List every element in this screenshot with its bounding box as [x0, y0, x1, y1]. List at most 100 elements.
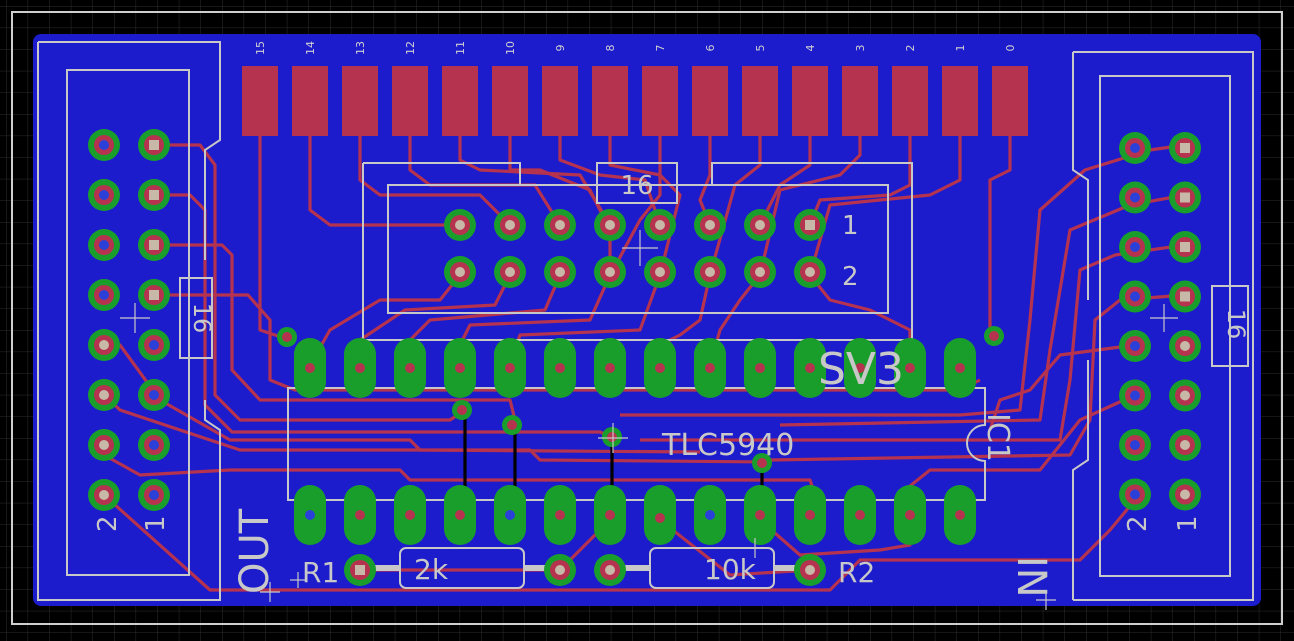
left-header-pin1-label: 1: [141, 515, 171, 532]
smd-pad: [692, 66, 728, 136]
smd-pad-label: 1: [954, 45, 967, 52]
right-header-count: 16: [1222, 309, 1250, 340]
smd-pad-label: 5: [754, 45, 767, 52]
through-hole-pad: [1169, 478, 1201, 511]
smd-pad-label: 0: [1004, 45, 1017, 52]
ic-pad: [594, 485, 626, 545]
through-hole-pad: [1119, 132, 1151, 164]
through-hole-pad: [594, 209, 626, 241]
through-hole-pad: [88, 379, 120, 411]
through-hole-pad: [644, 209, 676, 241]
through-hole-pads: [88, 129, 1201, 586]
smd-pad-label: 12: [404, 41, 417, 55]
smd-pad: [792, 66, 828, 136]
through-hole-pad: [444, 256, 476, 288]
through-hole-pad: [1169, 181, 1201, 214]
board-outline: [11, 11, 1283, 625]
ic-pad: [944, 485, 976, 545]
through-hole-pad: [138, 129, 170, 161]
smd-pad-label: 9: [554, 45, 567, 52]
chip-label: TLC5940: [661, 428, 794, 463]
ic-pad: [894, 338, 926, 398]
through-hole-pad: [1119, 280, 1151, 313]
smd-pad: [542, 66, 578, 136]
through-hole-pad: [88, 329, 120, 361]
through-hole-pad: [644, 256, 676, 288]
smd-pad: [742, 66, 778, 136]
through-hole-pad: [138, 479, 170, 511]
through-hole-pad: [344, 554, 376, 586]
smd-pad: [492, 66, 528, 136]
through-hole-pad: [1169, 379, 1201, 412]
through-hole-pad: [794, 554, 826, 586]
r1-label: R1: [302, 556, 339, 589]
sv3-label: SV3: [818, 344, 904, 395]
out-label: OUT: [232, 508, 278, 594]
left-header-count: 16: [188, 303, 216, 334]
smd-pad-label: 8: [604, 45, 617, 52]
through-hole-pad: [1119, 181, 1151, 214]
sv3-pin-count: 16: [620, 171, 653, 201]
through-hole-pad: [544, 256, 576, 288]
ic-pad: [594, 338, 626, 398]
right-header: [1072, 51, 1254, 601]
ic-pad: [394, 338, 426, 398]
smd-pad-label: 15: [254, 41, 267, 55]
through-hole-pad: [138, 179, 170, 211]
smd-pad: [292, 66, 328, 136]
ic-pad: [844, 338, 876, 398]
right-header-key: [1211, 285, 1249, 367]
right-header-pin2-label: 2: [1123, 515, 1153, 532]
ic-pad: [744, 338, 776, 398]
through-hole-pad: [744, 209, 776, 241]
through-hole-pad: [88, 229, 120, 261]
through-hole-pad: [1169, 330, 1201, 362]
smd-pad-label: 13: [354, 41, 367, 55]
through-hole-pad: [138, 279, 170, 311]
smd-pad: [392, 66, 428, 136]
through-hole-pad: [138, 229, 170, 261]
through-hole-pad: [794, 209, 826, 241]
through-hole-pad: [794, 256, 826, 288]
through-hole-pad: [744, 256, 776, 288]
through-hole-pad: [494, 209, 526, 241]
ic-pad: [644, 338, 676, 398]
left-header-pin2-label: 2: [93, 515, 123, 532]
smd-pad-label: 2: [904, 45, 917, 52]
ic-body-outline: [287, 387, 986, 501]
ic-pad: [344, 338, 376, 398]
ic-pad: [844, 485, 876, 545]
sv3-pin1-label: 1: [842, 211, 859, 241]
through-hole-pad: [594, 256, 626, 288]
through-hole-pad: [138, 429, 170, 461]
r2-value: 10k: [704, 553, 757, 586]
through-hole-pad: [138, 379, 170, 411]
ic-pad: [694, 338, 726, 398]
ic-pad: [494, 485, 526, 545]
r1-value: 2k: [414, 553, 449, 586]
smd-pad: [642, 66, 678, 136]
through-hole-pad: [494, 256, 526, 288]
sv3-header-outline: [362, 162, 913, 341]
r2-label: R2: [838, 556, 875, 589]
through-hole-pad: [1119, 330, 1151, 362]
through-hole-pad: [88, 429, 120, 461]
smd-pad-label: 6: [704, 45, 717, 52]
through-hole-pad: [694, 209, 726, 241]
through-hole-pad: [88, 129, 120, 161]
ground-plane: [33, 34, 1261, 606]
smd-pad: [442, 66, 478, 136]
ic-pad: [344, 485, 376, 545]
ic1-label: IC1: [980, 413, 1015, 462]
ic-oval-pads: [294, 338, 976, 545]
ic-pad: [794, 485, 826, 545]
smd-pad: [842, 66, 878, 136]
smd-pad: [592, 66, 628, 136]
through-hole-pad: [138, 329, 170, 361]
ic-pad: [544, 485, 576, 545]
smd-pad-label: 11: [454, 41, 467, 55]
through-hole-pad: [694, 256, 726, 288]
smd-pad-label: 14: [304, 41, 317, 55]
smd-pad-label: 4: [804, 45, 817, 52]
